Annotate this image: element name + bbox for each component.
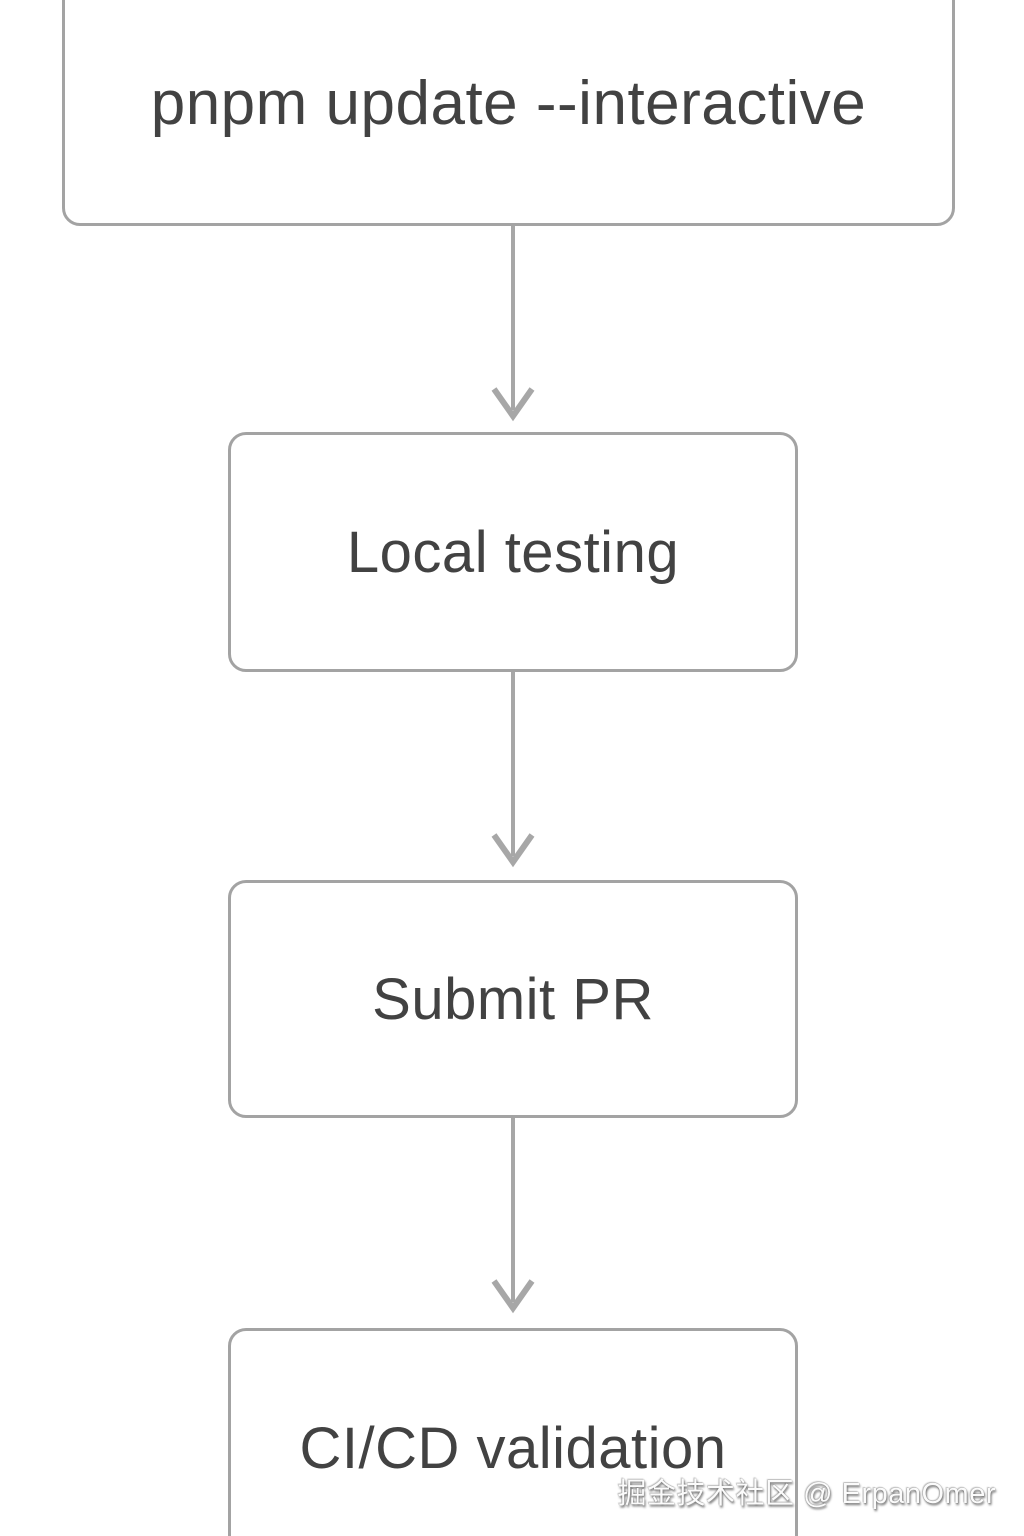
node-label: CI/CD validation — [299, 1415, 727, 1481]
arrow-down-icon — [491, 1118, 535, 1314]
node-label: pnpm update --interactive — [150, 68, 867, 138]
flow-node-cicd-validation: CI/CD validation — [228, 1328, 798, 1536]
node-label: Local testing — [346, 519, 680, 585]
flow-node-submit-pr: Submit PR — [228, 880, 798, 1118]
flow-node-pnpm-update: pnpm update --interactive — [62, 0, 955, 226]
watermark-text: 掘金技术社区 @ ErpanOmer — [617, 1478, 996, 1510]
arrow-down-icon — [491, 672, 535, 868]
arrow-down-icon — [491, 226, 535, 422]
node-label: Submit PR — [372, 966, 654, 1032]
flow-node-local-testing: Local testing — [228, 432, 798, 672]
